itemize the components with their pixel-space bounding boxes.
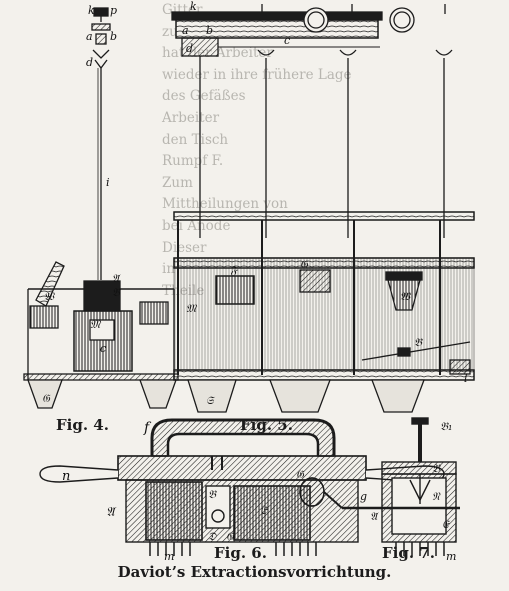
fig4-label-k: k: [88, 4, 95, 17]
fig5-label-k: k: [190, 0, 197, 13]
fig4-label-W: 𝔚: [44, 290, 56, 303]
bleed-line: Arbeiter: [162, 109, 220, 126]
fig5-label-d: d: [186, 42, 193, 55]
fig5-labels: k a b c d 𝔉 𝔊 𝔐 𝔚 𝔖 l 𝔅: [182, 0, 468, 407]
fig4-label-c: c: [100, 342, 106, 355]
fig5-label-W: 𝔚: [400, 290, 412, 303]
fig6-label-m: m: [164, 550, 174, 563]
fig4-labels: k p a b d i 𝔄 𝔅 𝔚 c 𝔐 𝔊: [42, 4, 121, 405]
fig4-label-B: 𝔅: [112, 286, 121, 299]
fig7-drawing: [299, 417, 460, 556]
fig6-labels: f n 𝔄 𝔅 𝔈 𝔇 𝔊 m: [62, 420, 269, 563]
fig6-caption: Fig. 6.: [214, 544, 267, 562]
fig6-label-B: 𝔅: [208, 488, 217, 501]
fig4-label-b: b: [110, 30, 117, 43]
fig7-label-B: 𝔅: [432, 462, 441, 475]
plate-title: Daviot’s Extractionsvorrichtung.: [117, 563, 392, 581]
fig4-caption: Fig. 4.: [56, 416, 109, 434]
fig4-label-i: i: [106, 176, 110, 189]
fig4-label-G: 𝔊: [42, 392, 51, 405]
fig6-label-E: 𝔈: [260, 504, 269, 517]
fig4-label-a: a: [86, 30, 93, 43]
fig5-label-G: 𝔊: [300, 258, 309, 271]
fig5-label-c: c: [284, 34, 290, 47]
fig7-label-E: 𝔈: [442, 518, 451, 531]
fig7-label-N: 𝔑: [432, 490, 441, 503]
bleed-through-text: Gitter, zu hat der Arbeiter wieder in ih…: [150, 0, 509, 300]
fig7-label-g: g: [360, 490, 367, 503]
fig7-label-m: m: [446, 550, 456, 563]
fig7-label-A: 𝔄: [370, 510, 379, 523]
bleed-line: Rumpf F.: [162, 153, 224, 170]
fig7-labels: 𝔅₁ 𝔅 g 𝔊 𝔄 𝔑 𝔈 m: [296, 420, 456, 563]
bleed-line: Zum: [162, 174, 193, 191]
fig6-label-D: 𝔇: [208, 530, 217, 543]
bleed-line: Mittheilungen von: [162, 196, 288, 213]
fig7-label-G: 𝔊: [296, 468, 305, 481]
fig5-drawing: [171, 4, 475, 413]
bleed-line: zu: [162, 23, 178, 40]
bleed-line: wieder in ihre frühere Lage: [162, 66, 352, 83]
bleed-line: in: [162, 261, 176, 278]
fig5-label-F: 𝔉: [230, 264, 239, 277]
fig5-label-S: 𝔖: [206, 394, 216, 407]
bleed-line: des Gefäßes: [162, 88, 246, 105]
fig5-label-a: a: [182, 24, 189, 37]
fig6-label-n: n: [62, 469, 70, 484]
fig6-label-f: f: [143, 420, 152, 436]
fig6-label-G: 𝔊: [226, 530, 235, 543]
fig4-label-d: d: [86, 56, 93, 69]
fig5-label-B: 𝔅: [414, 336, 423, 349]
fig4-label-A: 𝔄: [112, 272, 121, 285]
fig4-drawing: [23, 7, 179, 409]
fig7-caption: Fig. 7.: [382, 544, 435, 562]
fig5-label-b: b: [206, 24, 213, 37]
fig4-label-M: 𝔐: [90, 318, 102, 331]
fig5-caption: Fig. 5.: [240, 416, 293, 434]
bleed-line: den Tisch: [162, 131, 229, 148]
fig7-label-B1: 𝔅₁: [440, 420, 452, 433]
fig6-label-A: 𝔄: [106, 505, 117, 520]
fig5-label-M: 𝔐: [186, 302, 198, 315]
fig4-label-p: p: [110, 4, 117, 17]
bleed-line: bei Anode: [162, 217, 231, 234]
bleed-line: Dieser: [162, 239, 207, 256]
fig5-label-l: l: [464, 372, 468, 385]
